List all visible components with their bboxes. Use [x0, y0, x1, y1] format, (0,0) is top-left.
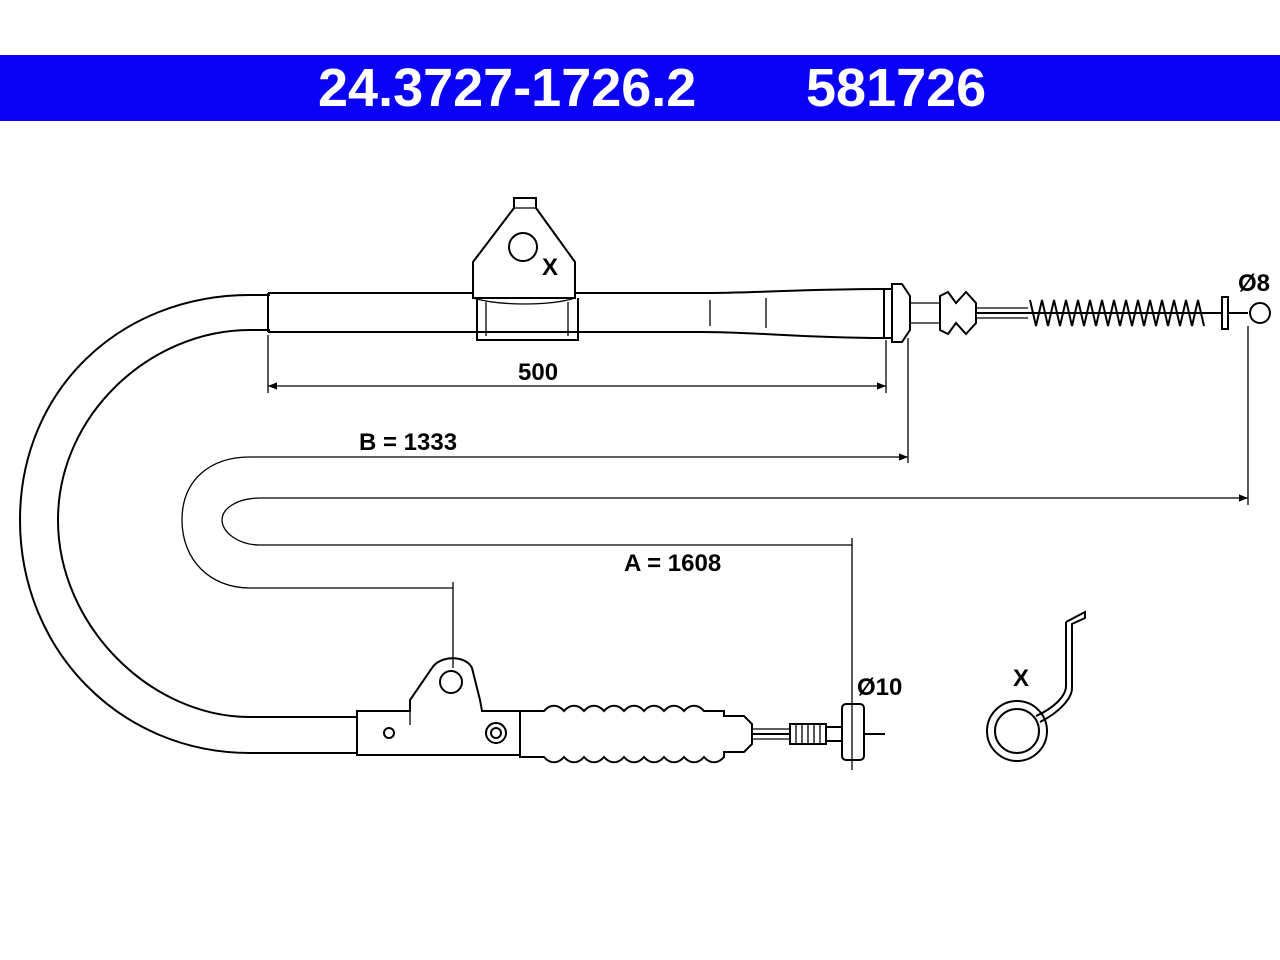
diameter-10-label: Ø10 [857, 674, 902, 701]
corrugated-boot [519, 704, 753, 764]
dimension-b-label: B = 1333 [359, 429, 457, 456]
bracket-x-label: X [542, 254, 558, 281]
cable-sheath [18, 294, 357, 754]
dimension-500: 500 [267, 335, 887, 393]
spring-clip-detail: X [986, 610, 1086, 762]
part-number-ate: 24.3727-1726.2 [318, 58, 697, 118]
part-number-oe: 581726 [806, 58, 987, 118]
dimension-500-label: 500 [518, 359, 558, 386]
clip-x-label: X [1013, 665, 1029, 692]
top-bracket: X [472, 197, 579, 341]
dimension-b: B = 1333 [181, 338, 909, 668]
dimension-a: A = 1608 [221, 326, 1249, 770]
diameter-8-label: Ø8 [1238, 270, 1270, 297]
lower-end-fitting [356, 657, 885, 764]
right-end-fitting [891, 283, 1271, 343]
dimension-a-label: A = 1608 [624, 550, 721, 577]
title-bar: 24.3727-1726.2 581726 [0, 55, 1280, 121]
return-spring [1029, 299, 1205, 327]
upper-sheath [267, 288, 893, 339]
